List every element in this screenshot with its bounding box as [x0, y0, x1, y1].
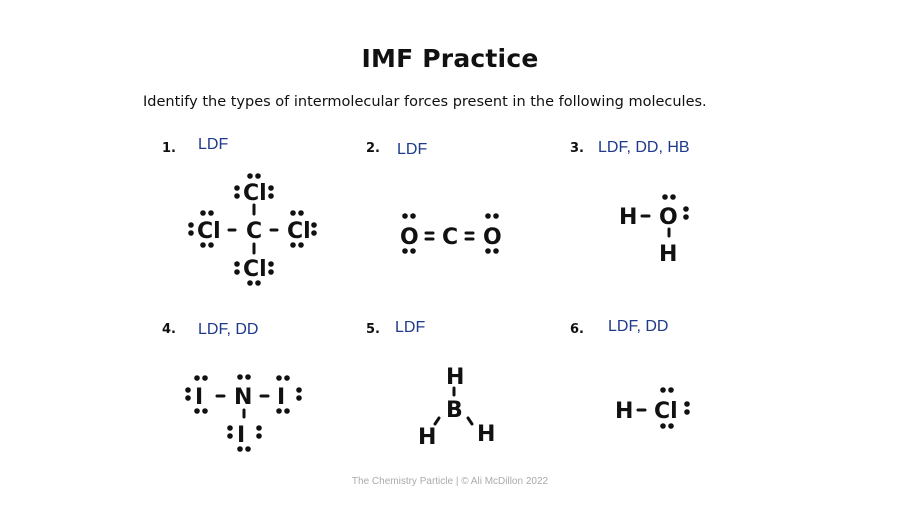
question-number-5: 5.: [366, 322, 380, 337]
atom-cl-left: Cl: [197, 219, 221, 244]
atom-cl-right: Cl: [654, 399, 678, 424]
atom-cl-top: Cl: [243, 181, 267, 206]
atom-cl-bottom: Cl: [243, 257, 267, 282]
question-number-3: 3.: [570, 141, 584, 156]
atom-o-right: O: [483, 225, 502, 250]
bh3-lewis-structure: H B H H: [418, 365, 495, 450]
answer-4: LDF, DD: [198, 321, 259, 338]
question-number-1: 1.: [162, 141, 176, 156]
atom-o-center: O: [659, 205, 678, 230]
co2-lewis-structure: O C O: [400, 213, 502, 254]
atom-o-left: O: [400, 225, 419, 250]
atom-h-left: H: [619, 205, 637, 230]
atom-cl-right: Cl: [287, 219, 311, 244]
atom-c-center: C: [442, 225, 458, 250]
ni3-lewis-structure: I N I I: [185, 374, 302, 452]
ccl4-lewis-structure: Cl Cl C Cl Cl: [188, 173, 317, 286]
question-number-6: 6.: [570, 322, 584, 337]
atom-i-right: I: [277, 385, 285, 410]
atom-h-bottom: H: [659, 242, 677, 267]
answer-5: LDF: [395, 319, 426, 336]
instructions-text: Identify the types of intermolecular for…: [143, 94, 707, 110]
h2o-lewis-structure: H O H: [619, 194, 689, 267]
atom-b-center: B: [446, 398, 463, 423]
atom-h-left: H: [615, 399, 633, 424]
answer-1: LDF: [198, 136, 229, 153]
atom-h-right: H: [477, 422, 495, 447]
atom-i-bottom: I: [237, 423, 245, 448]
question-number-2: 2.: [366, 141, 380, 156]
answer-3: LDF, DD, HB: [598, 139, 690, 156]
page-title: IMF Practice: [361, 44, 539, 73]
answer-6: LDF, DD: [608, 318, 669, 335]
atom-h-top: H: [446, 365, 464, 390]
answer-2: LDF: [397, 141, 428, 158]
atom-n-center: N: [234, 385, 252, 410]
atom-i-left: I: [195, 385, 203, 410]
footer-credit: The Chemistry Particle | © Ali McDillon …: [351, 476, 549, 487]
question-number-4: 4.: [162, 322, 176, 337]
hcl-lewis-structure: H Cl: [615, 387, 690, 429]
atom-c-center: C: [246, 219, 262, 244]
atom-h-left: H: [418, 425, 436, 450]
